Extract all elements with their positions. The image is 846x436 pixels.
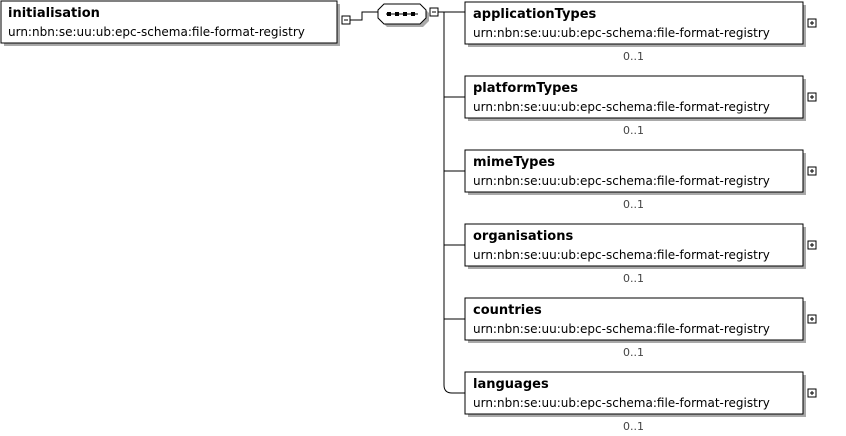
child-element-organisations[interactable]: organisations urn:nbn:se:uu:ub:epc-schema… bbox=[464, 223, 806, 285]
child-element-name: organisations bbox=[473, 229, 573, 244]
root-element-box bbox=[0, 0, 338, 44]
child-element-namespace: urn:nbn:se:uu:ub:epc-schema:file-format-… bbox=[473, 322, 770, 336]
root-to-sequence-connector bbox=[350, 11, 380, 21]
child-element-applicationTypes[interactable]: applicationTypes urn:nbn:se:uu:ub:epc-sch… bbox=[464, 1, 806, 63]
connector-branch bbox=[443, 384, 465, 394]
child-connectors bbox=[438, 11, 465, 394]
sequence-compositor[interactable] bbox=[377, 3, 429, 27]
child-element-cardinality: 0..1 bbox=[623, 198, 644, 211]
sequence-dot-4 bbox=[411, 12, 415, 16]
expand-toggle-platformTypes[interactable] bbox=[807, 92, 817, 102]
sequence-dot-3 bbox=[403, 12, 407, 16]
child-element-name: platformTypes bbox=[473, 81, 578, 96]
sequence-collapse-toggle[interactable] bbox=[429, 7, 439, 17]
child-element-cardinality: 0..1 bbox=[623, 420, 644, 433]
child-element-mimeTypes[interactable]: mimeTypes urn:nbn:se:uu:ub:epc-schema:fil… bbox=[464, 149, 806, 211]
child-element-countries[interactable]: countries urn:nbn:se:uu:ub:epc-schema:fil… bbox=[464, 297, 806, 359]
sequence-dot-2 bbox=[395, 12, 399, 16]
root-element-namespace: urn:nbn:se:uu:ub:epc-schema:file-format-… bbox=[8, 25, 305, 39]
child-element-box bbox=[464, 297, 804, 341]
child-element-cardinality: 0..1 bbox=[623, 346, 644, 359]
child-element-box bbox=[464, 223, 804, 267]
child-element-cardinality: 0..1 bbox=[623, 50, 644, 63]
child-element-name: applicationTypes bbox=[473, 7, 597, 22]
child-element-cardinality: 0..1 bbox=[623, 272, 644, 285]
child-elements: applicationTypes urn:nbn:se:uu:ub:epc-sch… bbox=[464, 1, 817, 433]
child-element-cardinality: 0..1 bbox=[623, 124, 644, 137]
sequence-dot-1 bbox=[387, 12, 391, 16]
child-element-box bbox=[464, 1, 804, 45]
expand-toggle-applicationTypes[interactable] bbox=[807, 18, 817, 28]
child-element-box bbox=[464, 371, 804, 415]
child-element-platformTypes[interactable]: platformTypes urn:nbn:se:uu:ub:epc-schema… bbox=[464, 75, 806, 137]
child-element-name: mimeTypes bbox=[473, 155, 555, 170]
expand-toggle-countries[interactable] bbox=[807, 314, 817, 324]
child-element-namespace: urn:nbn:se:uu:ub:epc-schema:file-format-… bbox=[473, 174, 770, 188]
child-element-box bbox=[464, 149, 804, 193]
root-element-name: initialisation bbox=[8, 6, 100, 21]
root-collapse-toggle[interactable] bbox=[341, 15, 351, 25]
child-element-namespace: urn:nbn:se:uu:ub:epc-schema:file-format-… bbox=[473, 26, 770, 40]
child-element-name: countries bbox=[473, 303, 542, 318]
child-element-namespace: urn:nbn:se:uu:ub:epc-schema:file-format-… bbox=[473, 248, 770, 262]
child-element-box bbox=[464, 75, 804, 119]
root-element[interactable]: initialisation urn:nbn:se:uu:ub:epc-sche… bbox=[0, 0, 340, 46]
child-element-namespace: urn:nbn:se:uu:ub:epc-schema:file-format-… bbox=[473, 100, 770, 114]
child-element-namespace: urn:nbn:se:uu:ub:epc-schema:file-format-… bbox=[473, 396, 770, 410]
expand-toggle-languages[interactable] bbox=[807, 388, 817, 398]
child-element-name: languages bbox=[473, 377, 549, 392]
child-element-languages[interactable]: languages urn:nbn:se:uu:ub:epc-schema:fil… bbox=[464, 371, 806, 433]
expand-toggle-mimeTypes[interactable] bbox=[807, 166, 817, 176]
expand-toggle-organisations[interactable] bbox=[807, 240, 817, 250]
